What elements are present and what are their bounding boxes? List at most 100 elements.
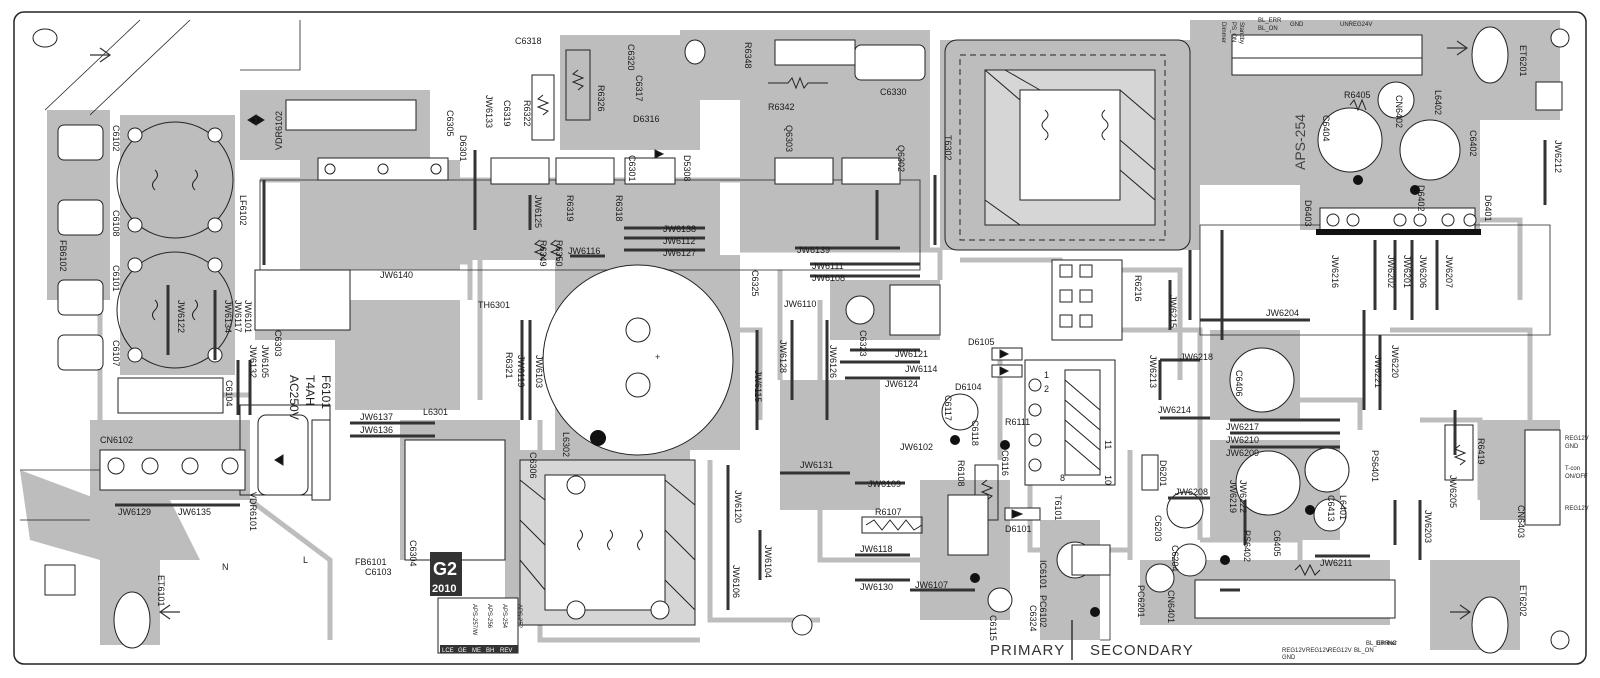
label-cn6401: CN6401 xyxy=(1166,590,1176,623)
jumpers xyxy=(115,226,1370,592)
variant-mark-3: ME xyxy=(472,648,481,654)
label-t6302: T6302 xyxy=(943,135,953,161)
label-2: Standby xyxy=(1238,22,1244,44)
model-stamp: G2 2010 APS-252 APS-254 APS-256 APS-257/… xyxy=(430,552,522,654)
line-filters xyxy=(116,121,234,369)
label-3: REG12V xyxy=(1328,648,1352,654)
label-jw6114: JW6114 xyxy=(905,364,937,374)
label-c6306: C6306 xyxy=(528,452,538,479)
label-c6203: C6203 xyxy=(1153,515,1163,542)
label-jw6117: JW6117 xyxy=(233,300,243,332)
label-ps6402: PS6402 xyxy=(1242,530,1252,562)
label-r6321: R6321 xyxy=(504,352,514,379)
label-1: L xyxy=(303,555,308,565)
connectors xyxy=(99,34,1561,619)
label-r6349: R6349 xyxy=(538,240,548,267)
label-jw6212: JW6212 xyxy=(1553,140,1563,173)
primary-label: PRIMARY xyxy=(990,642,1065,659)
small-notes: N L 1 2 11 10 8 xyxy=(222,370,1113,572)
label-c6324: C6324 xyxy=(1028,605,1038,632)
label-jw6203: JW6203 xyxy=(1423,510,1433,543)
label-jw6213: JW6213 xyxy=(1148,355,1158,388)
label-jw6112: JW6112 xyxy=(663,236,695,246)
label-jw6127: JW6127 xyxy=(663,248,696,258)
label-q6303: Q6303 xyxy=(784,125,794,152)
label-c6318: C6318 xyxy=(515,36,542,46)
label-d5308: D5308 xyxy=(682,155,692,182)
label-c6115: C6115 xyxy=(988,615,998,641)
diodes xyxy=(247,114,1159,521)
label-jw6140: JW6140 xyxy=(380,270,413,280)
label-3: BL_ERR xyxy=(1258,18,1282,24)
label-3: 2 xyxy=(1044,384,1049,394)
label-et6202: ET6202 xyxy=(1518,585,1528,617)
label-jw6107: JW6107 xyxy=(915,580,948,590)
label-fb6101: FB6101 xyxy=(355,557,387,567)
label-jw6221: JW6221 xyxy=(1373,355,1383,388)
label-7: NC xyxy=(1388,641,1397,647)
label-jw6201: JW6201 xyxy=(1402,255,1412,288)
optocouplers xyxy=(889,259,1123,576)
label-d6403: D6403 xyxy=(1303,200,1313,227)
label-jw6219: JW6219 xyxy=(1228,480,1238,513)
label-1: GND xyxy=(1565,444,1579,450)
mounting-holes xyxy=(32,26,1570,654)
label-jw6208: JW6208 xyxy=(1175,487,1208,497)
label-c6108: C6108 xyxy=(111,210,121,237)
variant-mark-4: BH xyxy=(486,648,494,654)
label-jw6216: JW6216 xyxy=(1330,255,1340,288)
svg-text:+: + xyxy=(655,352,660,362)
label-jw6220: JW6220 xyxy=(1390,345,1400,378)
label-cn6102: CN6102 xyxy=(100,435,133,445)
label-vdr6101: VDR6101 xyxy=(248,492,258,531)
label-l6302: L6302 xyxy=(561,432,571,457)
label-c6405: C6405 xyxy=(1272,530,1282,557)
label-c6319: C6319 xyxy=(502,100,512,127)
label-jw6135: JW6135 xyxy=(178,507,211,517)
label-jw6111: JW6111 xyxy=(812,261,844,271)
label-6: UNREG24V xyxy=(1340,22,1372,28)
label-d6316: D6316 xyxy=(633,114,660,124)
label-r6319: R6319 xyxy=(565,195,575,222)
label-jw6125: JW6125 xyxy=(533,195,543,228)
label-4: REG12V xyxy=(1565,506,1589,512)
label-jw6104: JW6104 xyxy=(763,545,773,578)
label-jw6109: JW6109 xyxy=(868,479,901,489)
label-ic6101: IC6101 xyxy=(1038,560,1048,589)
label-c6303: C6303 xyxy=(273,330,283,357)
label-6: Dimmer xyxy=(1376,641,1397,647)
label-jw6118: JW6118 xyxy=(860,544,892,554)
label-c6320: C6320 xyxy=(626,44,636,71)
label-t6101: T6101 xyxy=(1053,495,1063,521)
stamp-code: G2 xyxy=(433,559,457,579)
label-5: GND xyxy=(1290,22,1304,28)
variant-mark-2: GE xyxy=(458,648,467,654)
fuse-line-3: AC250V xyxy=(287,375,301,420)
label-c6413: C6413 xyxy=(1326,495,1336,522)
model-label: APS-254 xyxy=(1292,114,1308,170)
label-0: N xyxy=(222,562,229,572)
transformer-t6302 xyxy=(944,39,1191,251)
label-jw6137: JW6137 xyxy=(360,412,393,422)
label-jw6129: JW6129 xyxy=(118,507,151,517)
label-c6317: C6317 xyxy=(634,75,644,102)
label-d6104: D6104 xyxy=(955,382,982,392)
label-jw6106: JW6106 xyxy=(731,565,741,598)
label-fb6102: FB6102 xyxy=(58,240,68,272)
label-r6419: R6419 xyxy=(1476,438,1486,465)
label-jw6122: JW6122 xyxy=(176,300,186,333)
label-c6102: C6102 xyxy=(111,125,121,152)
label-3: ON/OFF xyxy=(1565,474,1588,480)
label-r6326: R6326 xyxy=(596,85,606,112)
label-ps6401: PS6401 xyxy=(1370,450,1380,482)
label-0: Dimmer xyxy=(1220,22,1226,43)
label-r6108: R6108 xyxy=(956,460,966,487)
label-d6201: D6201 xyxy=(1158,460,1168,487)
label-jw6139: JW6139 xyxy=(797,245,830,255)
label-jw6124: JW6124 xyxy=(885,379,918,389)
label-r6318: R6318 xyxy=(614,195,624,222)
label-r6350: R6350 xyxy=(554,240,564,267)
label-c6107: C6107 xyxy=(111,340,121,367)
label-lf6102: LF6102 xyxy=(238,195,248,226)
label-c6404: C6404 xyxy=(1321,115,1331,142)
